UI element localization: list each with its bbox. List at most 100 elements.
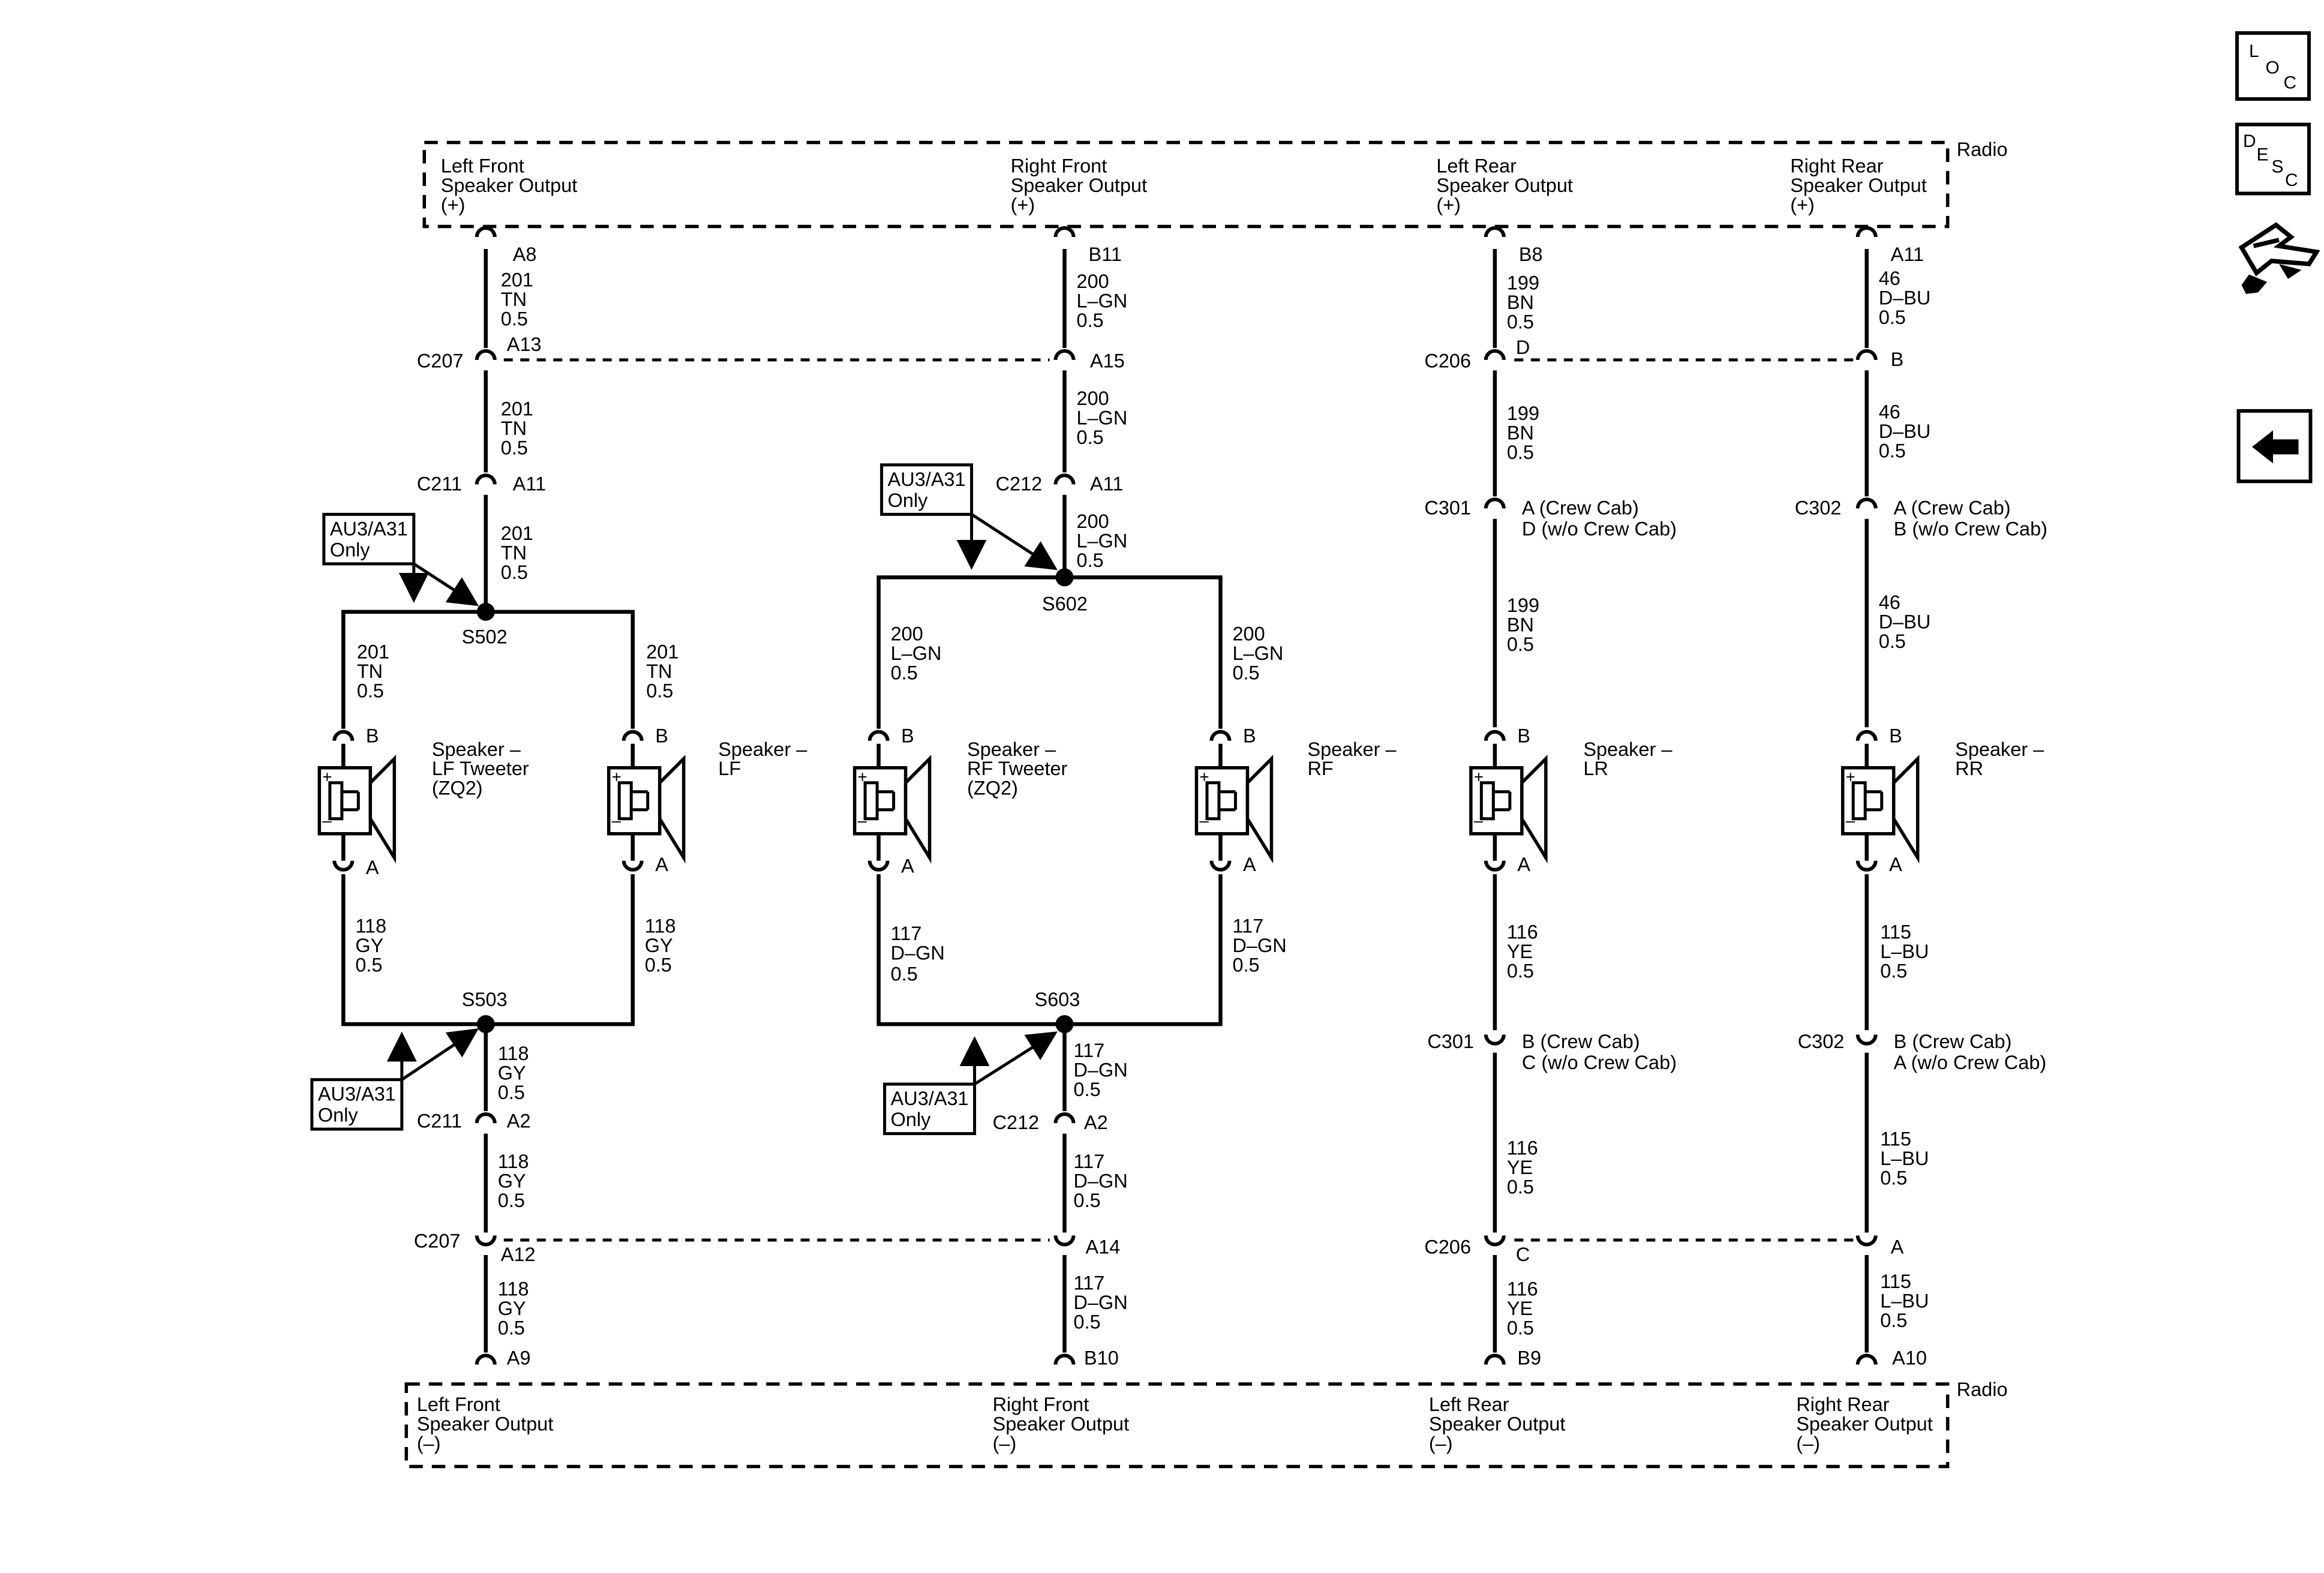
- svg-text:115: 115: [1880, 1271, 1911, 1292]
- rr-minus: –: [1846, 811, 1855, 830]
- svg-text:0.5: 0.5: [498, 1190, 525, 1211]
- note1-l1: AU3/A31: [330, 518, 408, 539]
- note3-l2: Only: [318, 1104, 359, 1126]
- svg-text:0.5: 0.5: [1880, 1167, 1907, 1189]
- c207-top-label: C207: [417, 350, 464, 371]
- desc-button[interactable]: D E S C: [2235, 122, 2311, 196]
- pin-lr-a: A: [1517, 854, 1530, 875]
- pin-lr-c206-top: D: [1516, 337, 1530, 358]
- svg-text:L–BU: L–BU: [1880, 941, 1929, 962]
- loc-button[interactable]: L O C: [2235, 31, 2311, 101]
- rr-output-bot-l3: (–): [1796, 1433, 1820, 1454]
- connector-labels: C207 C206 C211 C212 C301 C302 C301 C302 …: [414, 350, 1845, 1257]
- lf-output-top-l2: Speaker Output: [441, 175, 578, 196]
- lf-output-top-l1: Left Front: [441, 155, 524, 177]
- svg-text:200: 200: [1077, 511, 1109, 532]
- pin-lf-c207-bot: A12: [501, 1244, 536, 1265]
- pin-rf-c212-top: A11: [1090, 473, 1123, 494]
- pin-rr-c302-bot2: A (w/o Crew Cab): [1894, 1052, 2047, 1073]
- svg-text:D–BU: D–BU: [1879, 287, 1931, 308]
- hands-wrench-icon[interactable]: [2238, 222, 2320, 294]
- svg-text:46: 46: [1879, 401, 1900, 422]
- pin-rr-bot: A10: [1892, 1347, 1927, 1369]
- spk-rft-l3: (ZQ2): [967, 778, 1018, 799]
- svg-text:D–GN: D–GN: [1074, 1059, 1128, 1081]
- svg-text:0.5: 0.5: [1879, 440, 1906, 461]
- radio-top-label: Radio: [1957, 139, 2008, 160]
- pin-lf-c211-bot: A2: [507, 1110, 531, 1132]
- rf-output-bot-l1: Right Front: [993, 1394, 1089, 1415]
- svg-text:118: 118: [498, 1151, 529, 1172]
- svg-text:201: 201: [357, 641, 389, 662]
- svg-text:TN: TN: [501, 542, 527, 563]
- svg-text:0.5: 0.5: [1074, 1079, 1101, 1100]
- splice-s503: [476, 1015, 495, 1034]
- pin-rr-c302-bot: B (Crew Cab): [1894, 1031, 2012, 1052]
- pin-lr-c301-bot2: C (w/o Crew Cab): [1522, 1052, 1677, 1073]
- c212-bot-label: C212: [993, 1112, 1040, 1133]
- spk-rft-l1: Speaker –: [967, 739, 1056, 760]
- rr-output-bot-l1: Right Rear: [1796, 1394, 1889, 1415]
- note4-l2: Only: [891, 1109, 932, 1130]
- svg-text:0.5: 0.5: [1880, 1310, 1907, 1331]
- note2-l2: Only: [888, 490, 929, 511]
- lf-tweeter-plus: +: [322, 768, 332, 786]
- pin-rft-b: B: [901, 725, 914, 746]
- rf-output-bot-l2: Speaker Output: [993, 1413, 1130, 1434]
- spk-rf-l2: RF: [1307, 758, 1333, 779]
- svg-text:GY: GY: [355, 935, 383, 956]
- svg-text:0.5: 0.5: [645, 954, 672, 976]
- pin-lft-a: A: [366, 857, 379, 878]
- pin-lr-top: B8: [1519, 244, 1543, 265]
- svg-text:D–GN: D–GN: [1074, 1170, 1128, 1192]
- svg-text:200: 200: [1077, 271, 1109, 292]
- back-arrow-button[interactable]: [2236, 409, 2313, 484]
- svg-text:TN: TN: [501, 289, 527, 310]
- spk-lf-l1: Speaker –: [718, 739, 807, 760]
- svg-text:0.5: 0.5: [1077, 427, 1104, 448]
- svg-text:0.5: 0.5: [1077, 310, 1104, 331]
- spk-lft-l1: Speaker –: [432, 739, 521, 760]
- lr-output-bot-l1: Left Rear: [1429, 1394, 1509, 1415]
- lf-tweeter-minus: –: [322, 811, 332, 830]
- pin-lft-b: B: [366, 725, 379, 746]
- svg-text:201: 201: [501, 398, 533, 419]
- svg-text:200: 200: [1232, 623, 1265, 644]
- s602-label: S602: [1042, 593, 1088, 614]
- pin-lf-bot: A9: [507, 1347, 531, 1369]
- svg-text:0.5: 0.5: [1879, 307, 1906, 328]
- c301-bot-label: C301: [1427, 1031, 1474, 1052]
- pin-lr-c301-top2: D (w/o Crew Cab): [1522, 518, 1677, 539]
- wire-label: 46D–BU0.5: [1879, 268, 1931, 328]
- rf-output-bot-l3: (–): [993, 1433, 1017, 1454]
- lf-minus: –: [612, 811, 621, 830]
- svg-text:201: 201: [501, 523, 533, 544]
- pin-rr-c206-top: B: [1891, 349, 1904, 370]
- option-notes: AU3/A31 Only AU3/A31 Only AU3/A31 Only A…: [310, 463, 1058, 1136]
- pin-rf-a: A: [1243, 854, 1256, 875]
- pin-lr-b: B: [1517, 725, 1530, 746]
- c212-top-label: C212: [996, 473, 1043, 494]
- svg-text:0.5: 0.5: [1507, 960, 1534, 982]
- spk-rft-l2: RF Tweeter: [967, 758, 1067, 779]
- svg-text:0.5: 0.5: [1232, 954, 1259, 976]
- rf-minus: –: [1199, 811, 1209, 830]
- lr-plus: +: [1474, 768, 1484, 786]
- svg-text:0.5: 0.5: [1879, 631, 1906, 652]
- radio-bottom-box: [404, 1382, 1950, 1469]
- svg-text:0.5: 0.5: [1507, 311, 1534, 332]
- svg-text:117: 117: [891, 923, 922, 944]
